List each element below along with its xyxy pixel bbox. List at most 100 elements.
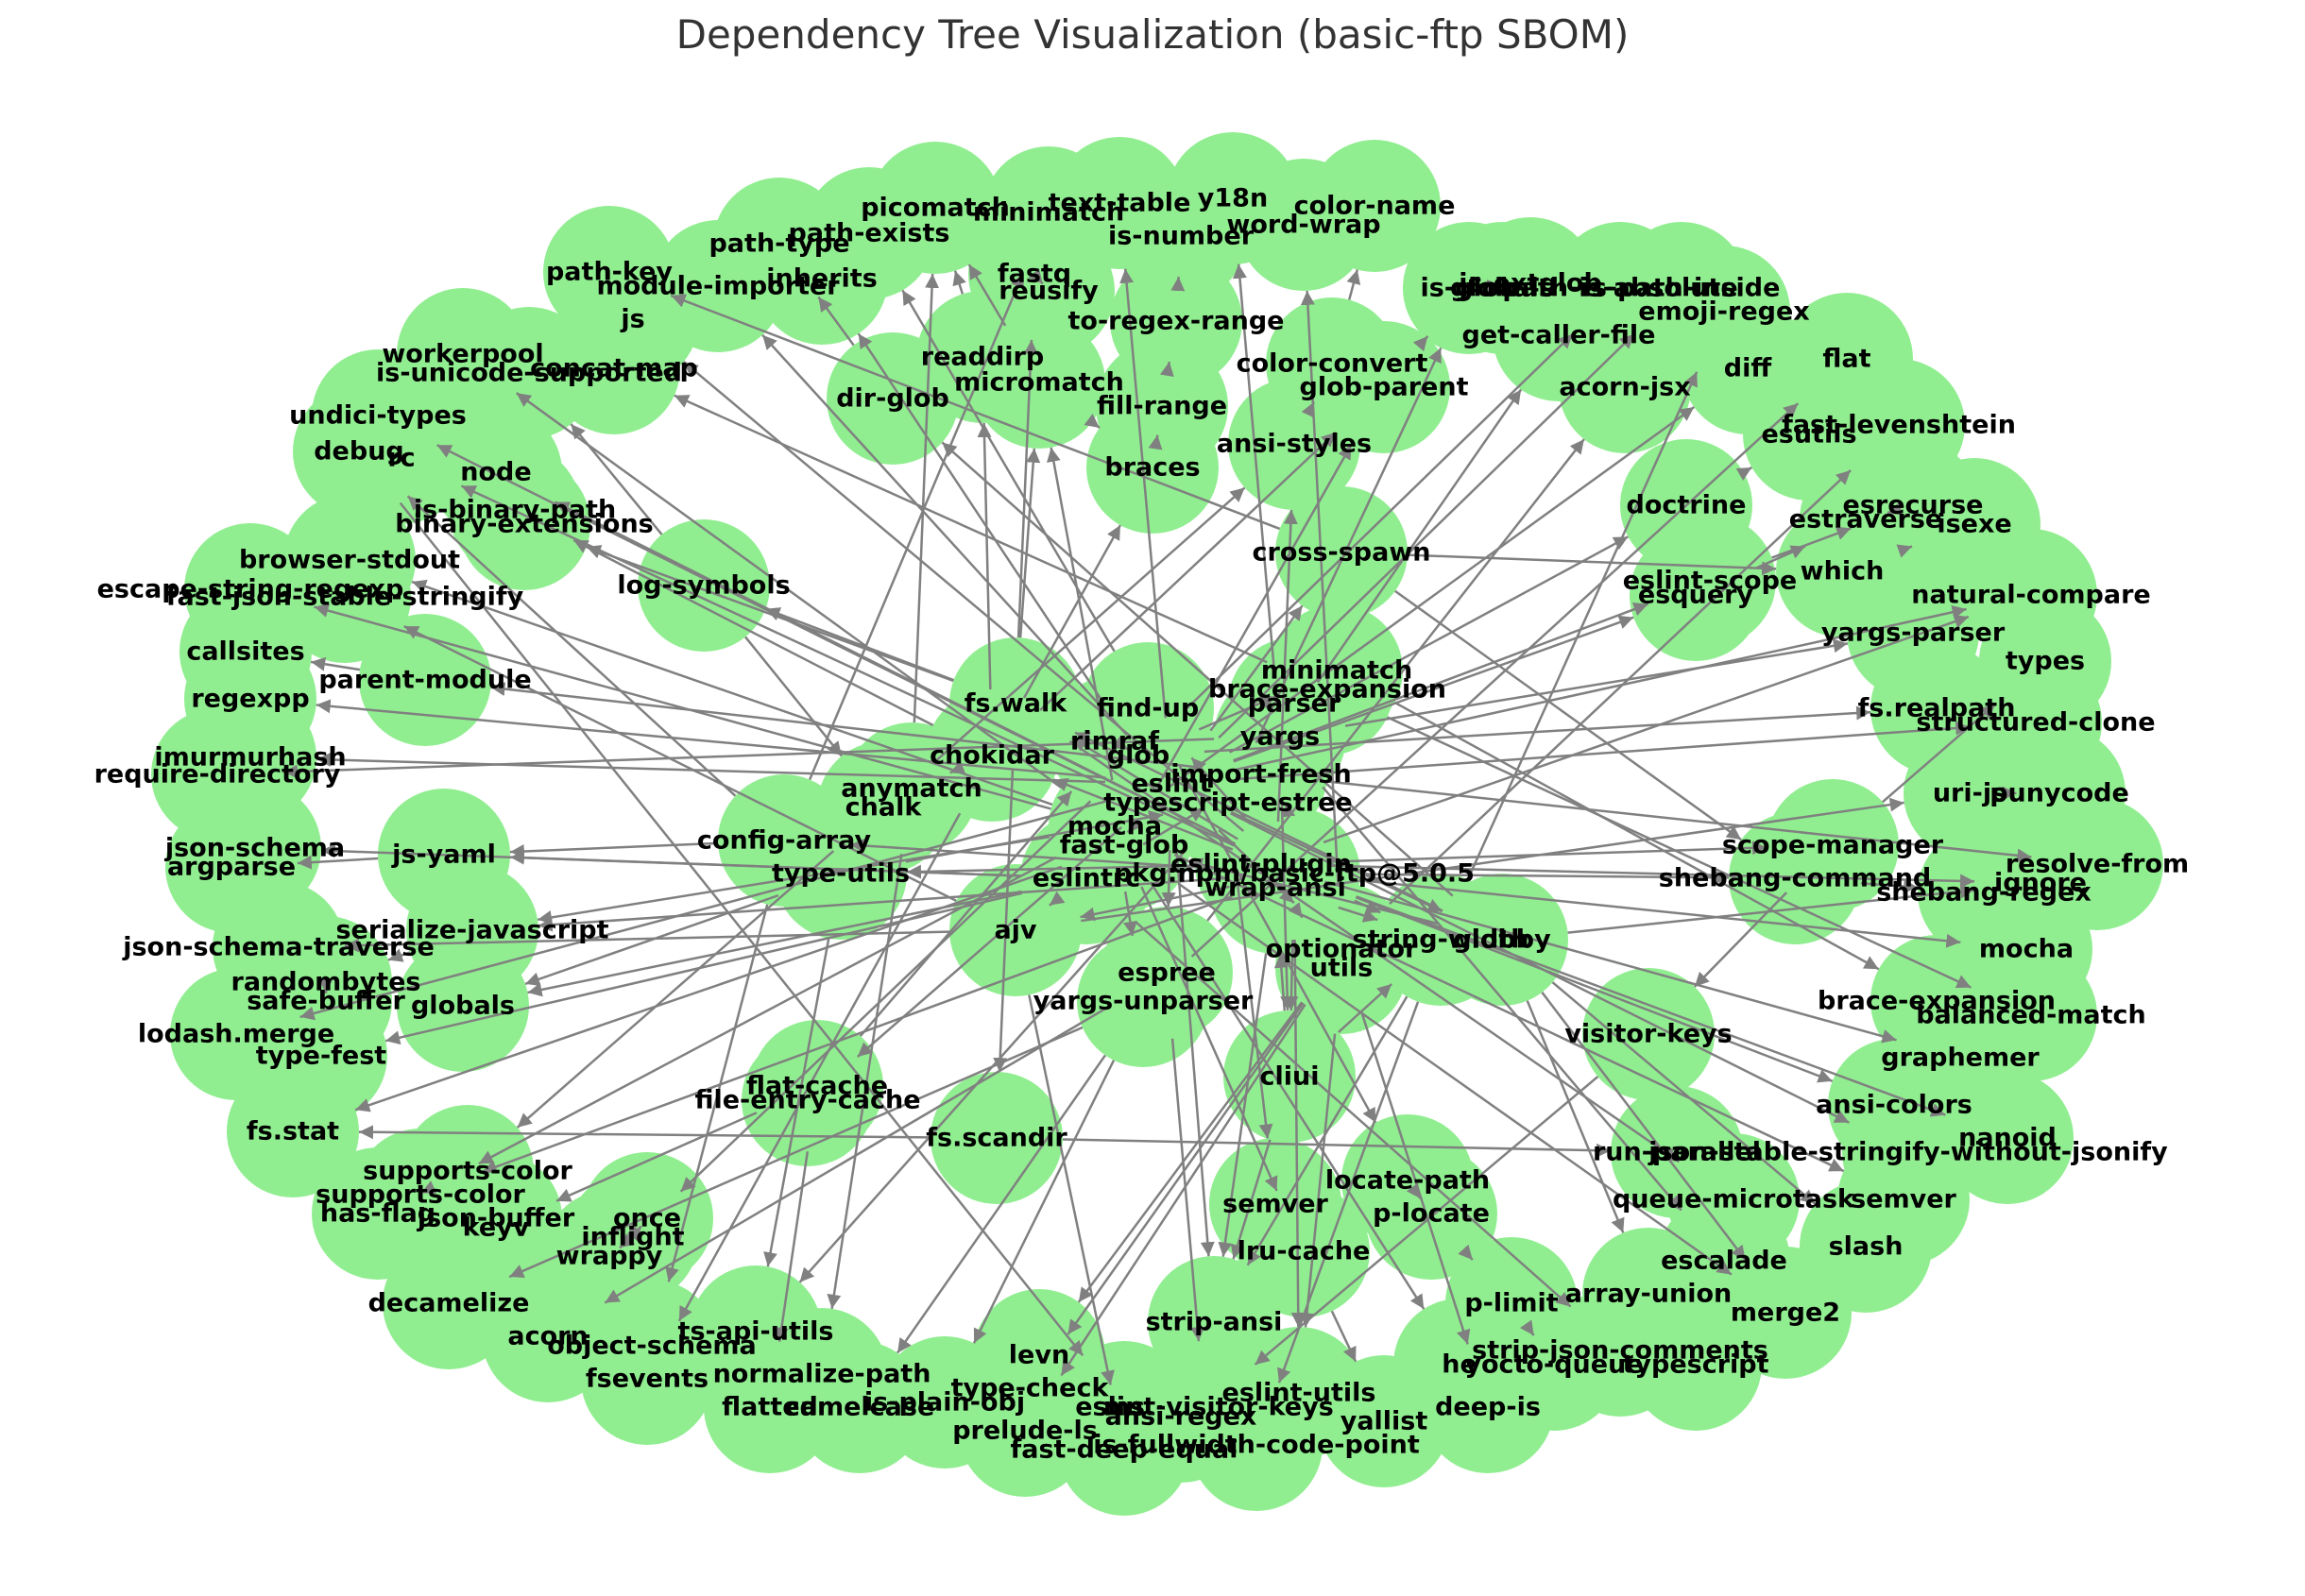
edge-type-utils-to-ts-api-utils xyxy=(763,938,830,1267)
node-label: braces xyxy=(1104,453,1200,483)
node-label: is-glob xyxy=(1421,274,1518,303)
node-label: once xyxy=(613,1204,681,1233)
edge-glob-to-path-is-absolute xyxy=(1185,332,1574,711)
node-label: find-up xyxy=(1097,694,1199,723)
node-prelude-ls xyxy=(959,1365,1091,1497)
node-label: typescript-estree xyxy=(1103,789,1352,818)
edge-pkg-to-chokidar xyxy=(1052,777,1234,851)
edge-braces-to-fill-range xyxy=(1148,434,1163,450)
edge-lru-cache-to-yallist xyxy=(1330,1310,1357,1363)
node-label: escape-string-regexp xyxy=(97,575,404,604)
edge-micromatch-to-braces xyxy=(1084,414,1101,429)
edge-once-to-wrappy xyxy=(625,1223,642,1240)
edge-log-symbols-to-is-unicode-supported xyxy=(570,423,663,535)
edge-eslint-to-text-table xyxy=(1119,268,1168,719)
node-label: visitor-keys xyxy=(1564,1020,1732,1049)
node-label: wrap-ansi xyxy=(1204,874,1346,903)
node-label: utils xyxy=(1310,954,1374,983)
node-label: escalade xyxy=(1661,1247,1787,1276)
edge-dir-glob-to-path-type xyxy=(817,296,855,347)
node-rc xyxy=(335,392,468,524)
edge-eslint-plugin-to-ignore xyxy=(1326,864,1975,889)
edge-optionator-to-type-check xyxy=(1067,1002,1305,1335)
node-label: dir-glob xyxy=(836,384,949,414)
edge-color-convert-to-color-name xyxy=(1346,269,1361,300)
node-label: eslint-visitor-keys xyxy=(1075,1393,1334,1422)
edge-fs.walk-to-fastq xyxy=(1016,339,1038,638)
node-label: keyv xyxy=(463,1214,530,1243)
node-globals xyxy=(397,940,529,1072)
node-label: balanced-match xyxy=(1916,1001,2146,1030)
node-fsevents xyxy=(581,1313,713,1445)
node-circle xyxy=(1781,293,1913,425)
node-label: js-yaml xyxy=(391,840,496,870)
node-is-path-inside xyxy=(1615,222,1748,354)
node-label: anymatch xyxy=(841,774,982,804)
node-fs.stat xyxy=(227,1065,359,1197)
node-acorn xyxy=(482,1270,614,1402)
edge-chokidar-to-is-binary-path xyxy=(572,538,934,727)
edge-eslint-to-structured-clone xyxy=(1237,721,1971,781)
edge-yargs-to-get-caller-file xyxy=(1316,388,1523,684)
node-label: to-regex-range xyxy=(1068,307,1285,336)
node-label: ms xyxy=(1103,1393,1145,1422)
node-label: wrappy xyxy=(556,1242,663,1271)
edge-fast-glob-to-micromatch xyxy=(1046,447,1114,781)
node-label: optionator xyxy=(1266,935,1418,964)
node-circle xyxy=(1058,1384,1190,1516)
node-label: deep-is xyxy=(1435,1393,1541,1422)
node-label: espree xyxy=(1118,959,1216,988)
edge-eslint-to-esquery xyxy=(1233,615,1634,763)
node-circle xyxy=(931,1072,1063,1204)
node-label: flat xyxy=(1822,345,1870,374)
node-label: json-stable-stringify-without-jsonify xyxy=(1648,1138,2168,1167)
edge-glob-to-inherits xyxy=(857,332,1103,702)
node-label: text-table xyxy=(1049,189,1191,218)
node-label: debug xyxy=(314,437,404,467)
edge-cross-spawn-to-shebang-command xyxy=(1394,589,1742,841)
node-has-flag xyxy=(312,1147,444,1280)
edge-mocha-to-browser-stdout xyxy=(411,579,1053,806)
node-label: path-exists xyxy=(789,219,950,248)
node-label: globby xyxy=(1453,925,1551,955)
node-label: require-directory xyxy=(94,760,341,790)
edge-eslintrc-to-type-fest xyxy=(384,891,1023,1045)
edge-optionator-to-fast-levenshtein xyxy=(1389,469,1852,905)
node-label: graphemer xyxy=(1881,1044,2040,1073)
node-lru-cache xyxy=(1238,1185,1370,1317)
node-label: json-schema-traverse xyxy=(122,933,435,962)
edge-eslint-plugin-to-natural-compare xyxy=(1323,614,1970,844)
node-label: emoji-regex xyxy=(1638,297,1809,327)
node-label: type-check xyxy=(951,1374,1110,1403)
edge-config-array-to-object-schema xyxy=(665,904,769,1282)
edge-glob-to-inflight xyxy=(679,800,1092,1193)
node-label: serialize-javascript xyxy=(335,916,608,945)
node-label: string-width xyxy=(1353,925,1529,955)
edge-eslint-plugin-to-scope-manager xyxy=(1326,840,1767,863)
edge-esrecurse-to-estraverse xyxy=(1887,501,1904,516)
edge-globby-to-dir-glob xyxy=(941,441,1454,897)
edge-minimatch1-to-brace-expansion2 xyxy=(1393,701,1880,971)
node-label: semver xyxy=(1851,1185,1956,1214)
node-label: eslint-utils xyxy=(1222,1379,1376,1408)
edge-micromatch-to-picomatch xyxy=(967,263,1007,327)
node-label: path-key xyxy=(546,258,673,287)
node-label: ajv xyxy=(994,916,1036,945)
node-label: is-unicode-supported xyxy=(376,359,682,388)
node-label: type-utils xyxy=(772,859,910,889)
edge-eslint-to-regexpp xyxy=(316,699,1106,779)
edge-chokidar-to-fsevents xyxy=(677,812,962,1322)
node-label: natural-compare xyxy=(1911,581,2150,610)
edge-inflight-to-wrappy xyxy=(619,1233,636,1249)
edge-eslintrc-to-globals xyxy=(527,890,1022,997)
edge-typescript-estree-to-semver1 xyxy=(1234,868,1273,1139)
edge-fs.scandir-to-run-parallel xyxy=(1062,1138,1612,1158)
node-label: slash xyxy=(1829,1232,1904,1262)
node-label: flat-cache xyxy=(746,1072,888,1101)
node-label: typescript xyxy=(1622,1350,1768,1380)
node-label: normalize-path xyxy=(713,1360,931,1389)
node-yargs-unparser xyxy=(1077,935,1209,1067)
node-label: parser xyxy=(1248,689,1341,719)
edge-mocha-to-lru-cache xyxy=(1140,886,1278,1192)
